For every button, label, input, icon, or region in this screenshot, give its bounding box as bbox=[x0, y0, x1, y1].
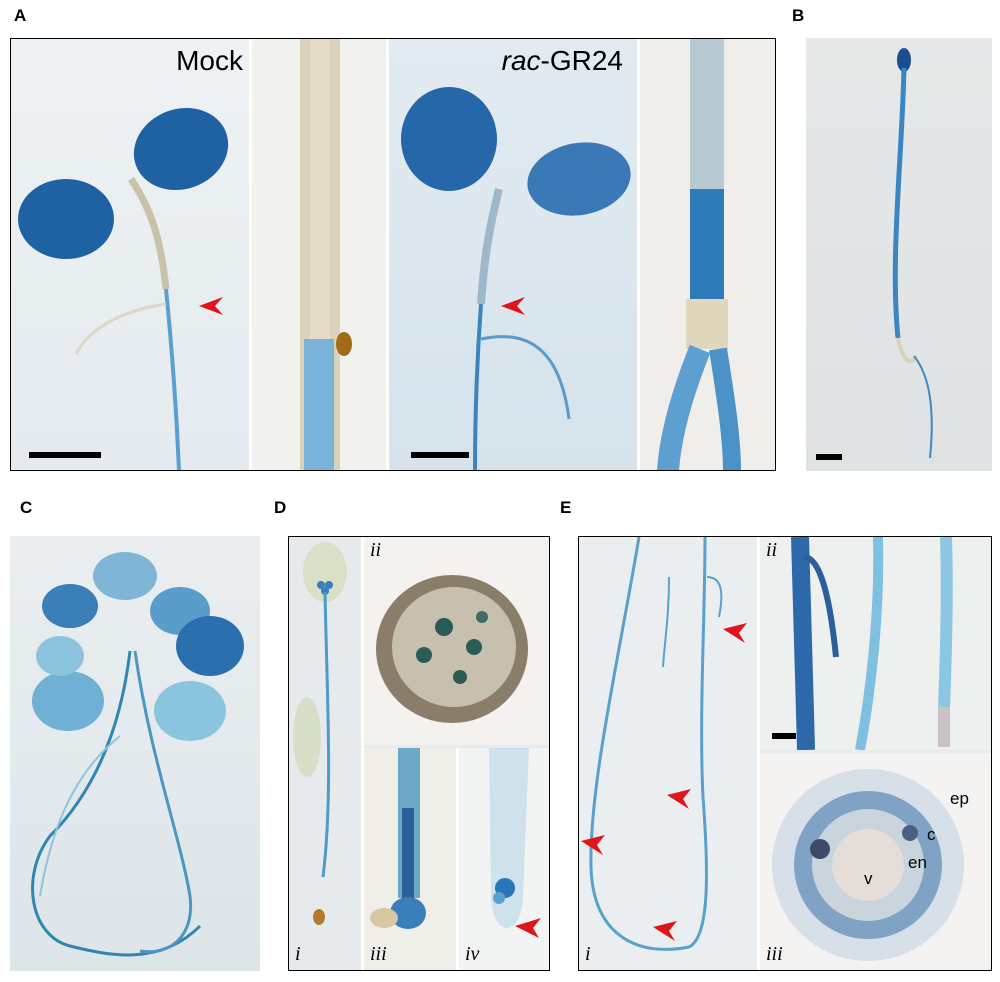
e-iii-label: iii bbox=[766, 943, 783, 965]
scale-bar bbox=[772, 733, 796, 739]
e-i-label: i bbox=[585, 943, 591, 965]
red-arrowhead bbox=[667, 789, 691, 809]
gr24-seedling-image: rac-GR24 bbox=[389, 39, 637, 470]
red-arrowhead bbox=[199, 297, 223, 315]
e-label-c: c bbox=[927, 825, 936, 844]
gr24-seedling-drawing bbox=[401, 87, 631, 470]
panel-b-seedling-drawing bbox=[816, 48, 933, 460]
mock-seedling-image: Mock bbox=[11, 39, 249, 470]
e-ii-label: ii bbox=[766, 539, 778, 561]
gr24-label: rac-GR24 bbox=[502, 45, 623, 77]
panel-e-frame: i ii ep c en v iii bbox=[578, 536, 992, 971]
mock-label: Mock bbox=[176, 45, 243, 76]
e-i-image: i bbox=[579, 537, 757, 970]
mock-seedling-drawing bbox=[18, 107, 229, 470]
e-label-v: v bbox=[864, 869, 873, 888]
red-arrowhead bbox=[723, 623, 747, 643]
panel-d-frame: i ii iii iv bbox=[288, 536, 550, 971]
red-arrowhead bbox=[653, 921, 677, 941]
e-ii-image: ii bbox=[760, 537, 991, 750]
panel-a-frame: Mock rac-GR24 bbox=[10, 38, 776, 471]
d-ii-image: ii bbox=[364, 537, 549, 745]
gr24-label-rest: -GR24 bbox=[540, 45, 623, 76]
e-label-en: en bbox=[908, 853, 927, 872]
d-iv-label: iv bbox=[465, 943, 480, 965]
panel-letter-b: B bbox=[792, 6, 805, 25]
red-arrowhead bbox=[515, 918, 541, 938]
d-ii-label: ii bbox=[370, 539, 382, 561]
red-arrowhead bbox=[501, 297, 525, 315]
scale-bar bbox=[29, 452, 101, 458]
d-iv-image: iv bbox=[459, 748, 549, 970]
d-iii-image: iii bbox=[364, 748, 456, 970]
gr24-label-italic: rac bbox=[501, 45, 541, 76]
e-label-ep: ep bbox=[950, 789, 969, 808]
panel-letter-a: A bbox=[14, 6, 27, 25]
d-i-image: i bbox=[289, 537, 361, 970]
mock-root-zoom-image bbox=[252, 39, 386, 470]
gr24-root-zoom-image bbox=[640, 39, 775, 470]
panel-letter-c: C bbox=[20, 498, 33, 517]
d-iii-label: iii bbox=[370, 943, 387, 965]
panel-c-rosette-image bbox=[10, 536, 260, 971]
panel-letter-e: E bbox=[560, 498, 572, 517]
d-i-label: i bbox=[295, 943, 301, 965]
scale-bar bbox=[411, 452, 469, 458]
panel-c-rosette-drawing bbox=[31, 552, 244, 957]
panel-b-seedling-image bbox=[806, 38, 992, 471]
scale-bar bbox=[816, 454, 842, 460]
red-arrowhead bbox=[581, 835, 605, 855]
e-iii-image: ep c en v iii bbox=[760, 753, 991, 970]
panel-letter-d: D bbox=[274, 498, 287, 517]
